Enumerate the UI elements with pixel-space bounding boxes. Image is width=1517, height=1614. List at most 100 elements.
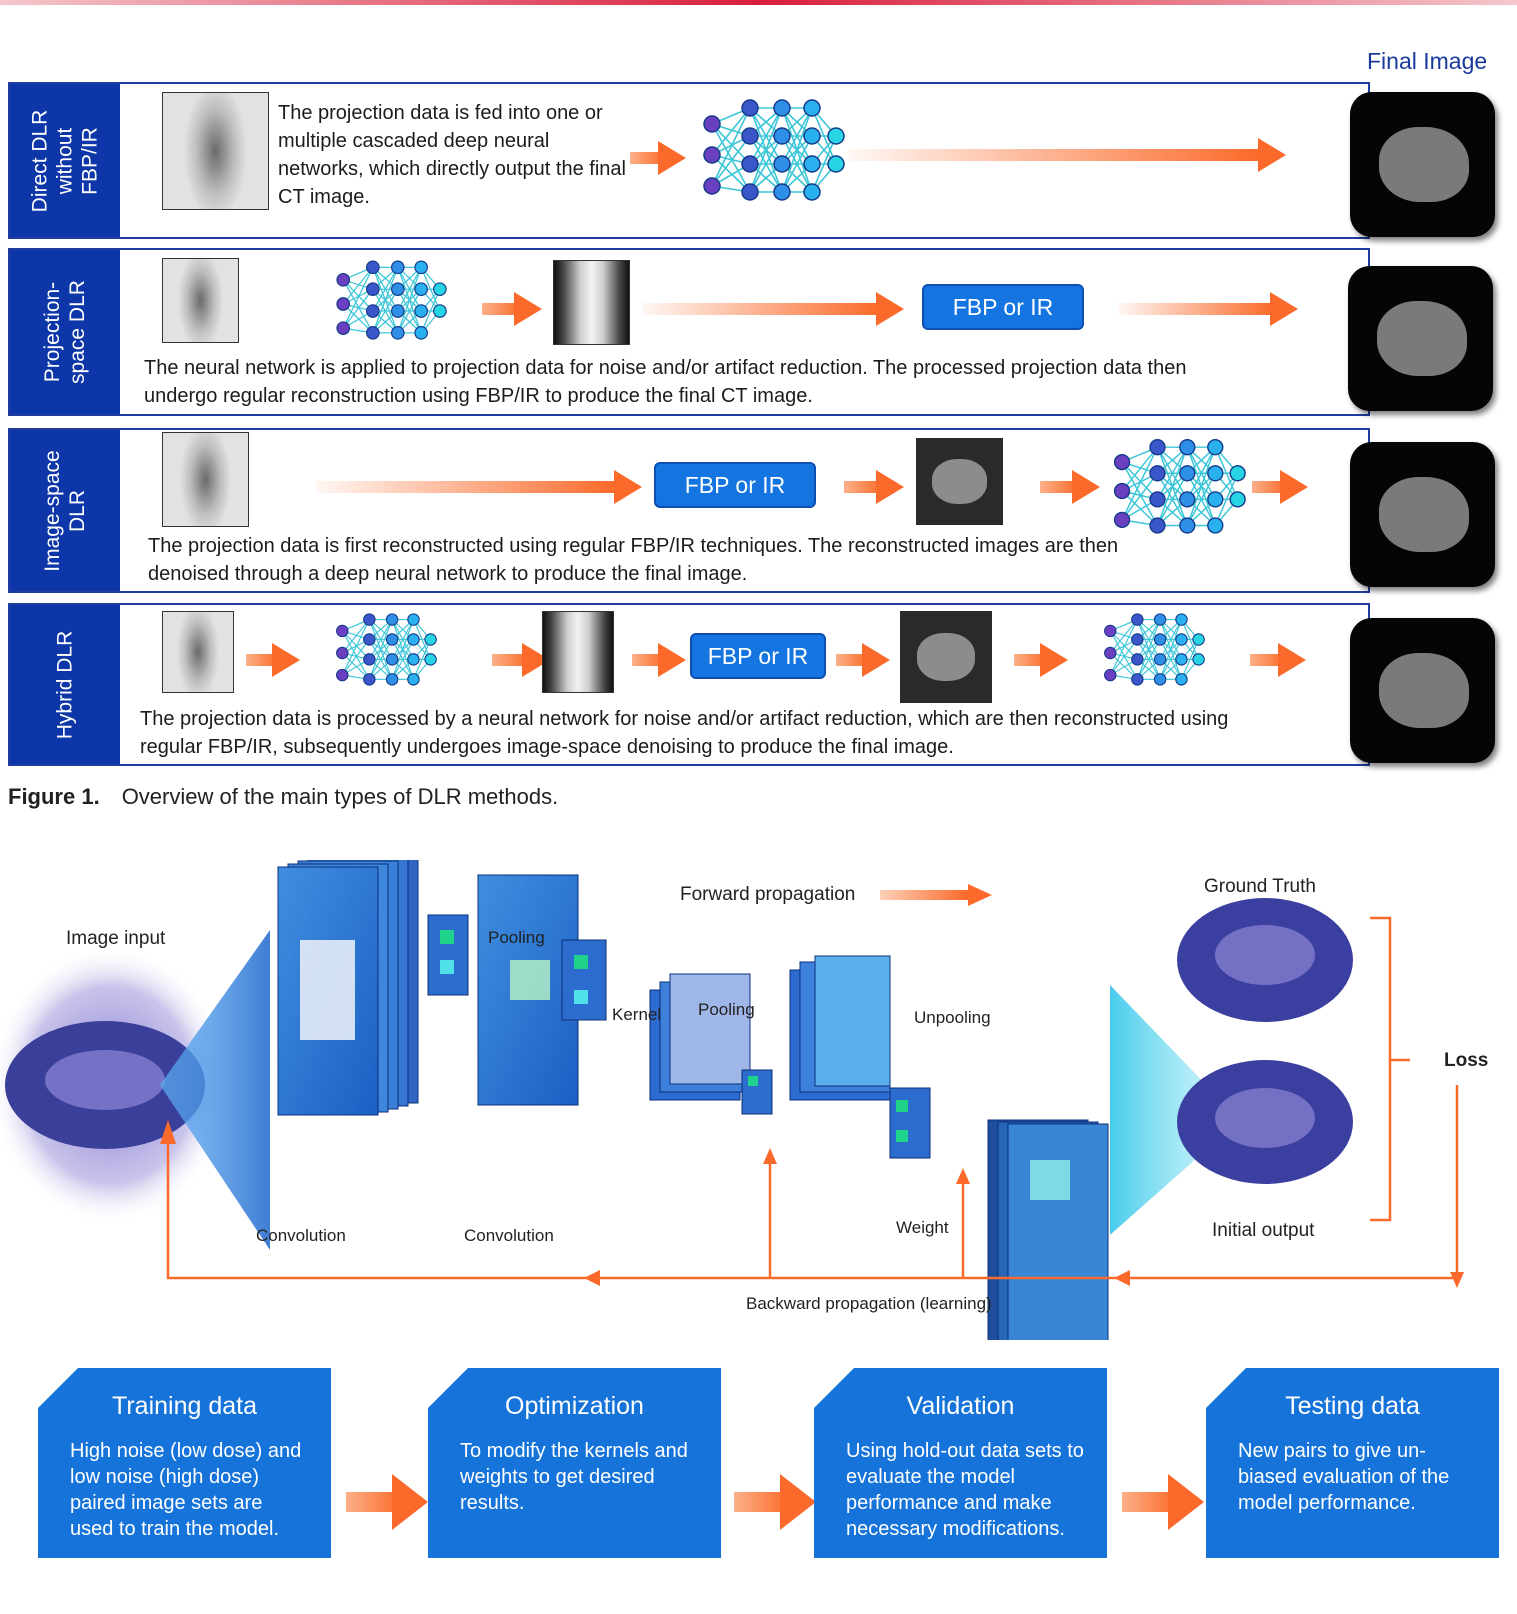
nn-edge — [372, 267, 399, 334]
nn-edge — [749, 107, 783, 165]
arrow-icon — [246, 643, 300, 677]
fbp-or-ir-box: FBP or IR — [654, 462, 816, 508]
nn-node — [803, 183, 821, 201]
nn-node — [703, 146, 721, 164]
nn-edge — [1159, 619, 1182, 660]
nn-node — [773, 155, 791, 173]
nn-node — [1113, 482, 1131, 500]
nn-node — [336, 273, 351, 287]
nn-node — [414, 260, 429, 275]
nn-node — [1175, 653, 1188, 666]
pooling-layer — [649, 973, 751, 1101]
neural-network-icon — [1113, 439, 1246, 534]
nn-node — [1149, 517, 1166, 534]
kernel-2 — [561, 939, 607, 1021]
nn-edge — [1156, 472, 1188, 526]
nn-node — [424, 633, 437, 646]
kernel-1 — [427, 914, 469, 996]
nn-edge — [1121, 446, 1159, 492]
nn-edge — [397, 267, 422, 312]
nn-node — [803, 127, 821, 145]
ground-truth-label: Ground Truth — [1204, 876, 1316, 897]
nn-edge — [342, 279, 374, 334]
nn-edge — [711, 107, 751, 187]
step-text: Using hold-out data sets to evaluate the… — [846, 1440, 1084, 1540]
nn-node — [1149, 491, 1166, 508]
fbp-or-ir-box: FBP or IR — [922, 284, 1084, 330]
nn-edge — [1121, 461, 1159, 526]
nn-edge — [391, 639, 414, 680]
nn-edge — [1109, 630, 1138, 680]
nn-edge — [420, 288, 441, 334]
nn-node — [1153, 653, 1167, 666]
row-label-text: Direct DLR without FBP/IR — [28, 109, 102, 212]
row-hybrid-dlr: Hybrid DLR FBP or IR The projection data… — [8, 603, 1370, 766]
nn-node — [366, 260, 380, 275]
step-text: To modify the kernels and weights to get… — [460, 1440, 688, 1514]
nn-node — [1113, 511, 1131, 529]
row-direct-dlr: Direct DLR without FBP/IR The projection… — [8, 82, 1370, 239]
nn-edge — [412, 639, 432, 680]
arrow-icon — [1252, 470, 1308, 504]
arrow-icon — [844, 470, 904, 504]
projection-data-thumbnail — [162, 92, 269, 210]
projection-data-thumbnail — [162, 432, 249, 527]
nn-edge — [342, 279, 374, 312]
nn-node — [703, 115, 721, 133]
nn-node — [1179, 491, 1196, 508]
nn-node — [1149, 465, 1166, 482]
nn-edge — [811, 135, 837, 193]
nn-node — [1192, 633, 1205, 646]
nn-edge — [372, 267, 399, 312]
nn-edge — [1109, 619, 1138, 676]
processed-projection-thumbnail — [553, 260, 630, 345]
nn-node — [1229, 491, 1246, 508]
forward-propagation-label: Forward propagation — [680, 884, 856, 905]
nn-node — [1179, 517, 1196, 534]
nn-node — [407, 613, 420, 626]
nn-edge — [341, 639, 370, 676]
pooling-label-2: Pooling — [698, 1000, 755, 1019]
loss-label: Loss — [1444, 1050, 1489, 1071]
unpooling-layer-small — [789, 955, 891, 1101]
nn-edge — [341, 619, 370, 654]
nn-edge — [342, 288, 374, 329]
nn-edge — [1136, 619, 1161, 660]
figure-label: Figure 1. — [8, 784, 100, 809]
image-input-label: Image input — [66, 928, 166, 949]
nn-node — [385, 633, 399, 646]
nn-node — [363, 653, 376, 666]
nn-edge — [1186, 446, 1216, 526]
step-title: Validation — [906, 1392, 1015, 1420]
nn-node — [741, 155, 759, 173]
final-ct-image — [1350, 92, 1495, 237]
conv-layer-2 — [477, 874, 579, 1106]
arrow-icon — [1122, 1474, 1204, 1530]
nn-node — [741, 99, 759, 117]
arrow-icon — [1014, 643, 1068, 677]
nn-node — [1104, 646, 1117, 660]
row-label: Direct DLR without FBP/IR — [10, 84, 120, 237]
nn-node — [1207, 465, 1224, 482]
convolution-label: Convolution — [256, 1226, 346, 1245]
row-label: Projection- space DLR — [10, 250, 120, 414]
row-description: The projection data is first reconstruct… — [148, 535, 1119, 585]
nn-node — [803, 99, 821, 117]
nn-node — [390, 260, 405, 275]
nn-node — [385, 653, 399, 666]
nn-edge — [1159, 639, 1182, 680]
nn-edge — [1214, 472, 1239, 526]
nn-node — [1179, 439, 1196, 456]
kernel-label: Kernel — [612, 1005, 662, 1024]
nn-node — [390, 282, 405, 297]
nn-edge — [711, 135, 751, 187]
nn-node — [1131, 673, 1144, 686]
projection-data-thumbnail — [162, 258, 239, 343]
nn-edge — [397, 267, 422, 334]
nn-node — [1192, 653, 1205, 666]
nn-edge — [368, 639, 393, 680]
nn-edge — [368, 619, 393, 680]
neural-network-icon — [703, 99, 845, 201]
nn-node — [385, 613, 399, 626]
nn-node — [424, 653, 437, 666]
